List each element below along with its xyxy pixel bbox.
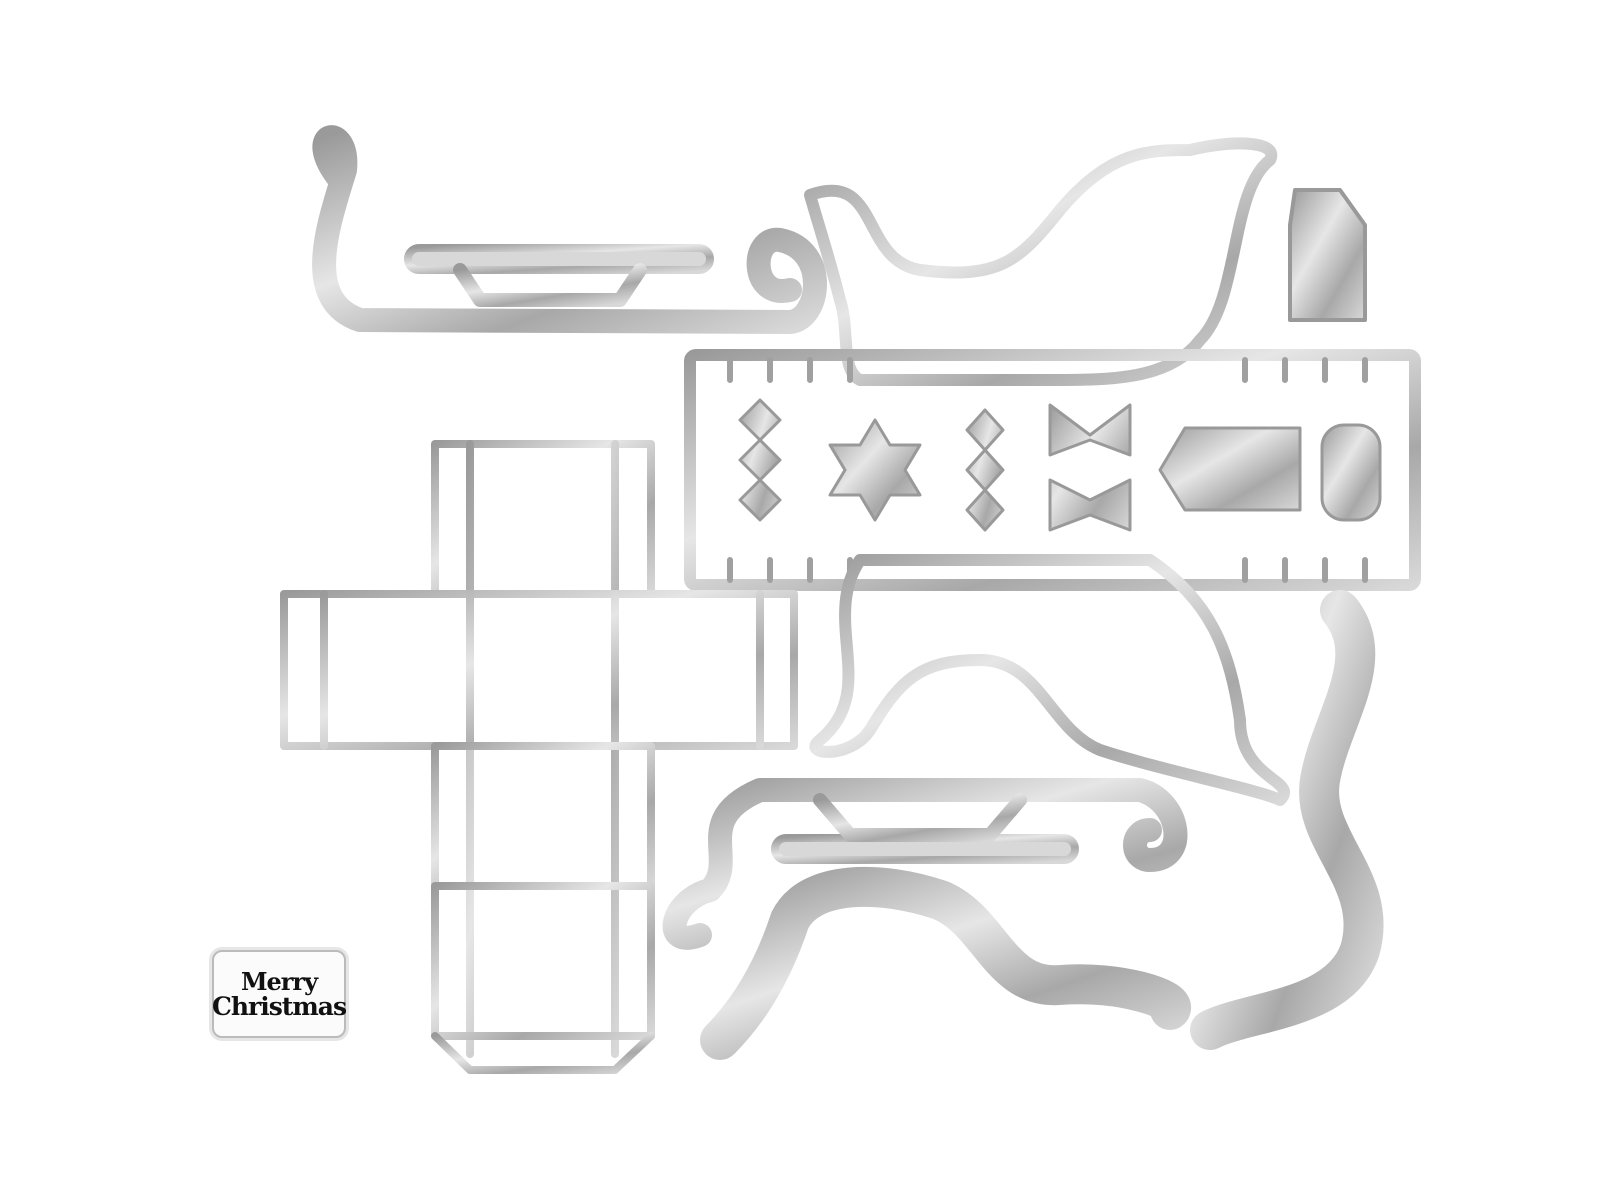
gift-tag-die (1158, 426, 1302, 512)
tag-die (1288, 188, 1367, 322)
centre-strip-die (684, 349, 1421, 591)
snowflake-die (965, 408, 1005, 532)
box-net-die (280, 440, 798, 1074)
snowflake-die (828, 418, 922, 522)
sled-runner-die-top (312, 125, 827, 334)
sleigh-body-die-top (804, 137, 1278, 386)
sled-rail-die-top (404, 244, 714, 274)
decorative-ribbon-die (700, 866, 1192, 1060)
decorative-ribbon-die (1190, 590, 1384, 1050)
sleigh-body-die-bottom (809, 554, 1290, 806)
bow-die (1048, 403, 1132, 532)
oval-tag-die (1320, 423, 1382, 522)
stamp-line-1: Merry (240, 966, 318, 996)
sled-runner-die-bottom (662, 778, 1188, 950)
small-dies (738, 398, 1382, 532)
snowflake-die (738, 398, 782, 522)
stamp-line-2: Christmas (211, 991, 347, 1021)
merry-christmas-stamp: Merry Christmas (211, 950, 347, 1038)
